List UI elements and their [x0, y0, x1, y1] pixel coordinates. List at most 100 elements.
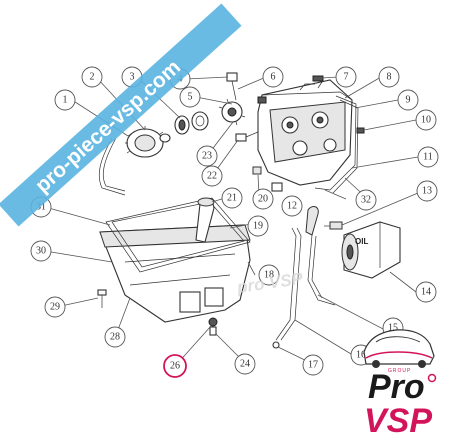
callout-circle: [81, 66, 103, 88]
logo-vsp-text: VSP: [364, 402, 432, 440]
site-banner-text: pro-piece-vsp.com: [31, 55, 185, 197]
callout-label: 16: [356, 350, 366, 361]
callout-5: 5: [179, 86, 201, 108]
callout-1: 1: [54, 89, 76, 111]
callout-label: 15: [388, 323, 398, 334]
callout-circle: [378, 66, 400, 88]
part-callouts: 1234567891011121314151617181920212223242…: [30, 66, 439, 378]
callout-circle: [221, 187, 243, 209]
callout-circle: [247, 215, 269, 237]
callout-28: 28: [104, 326, 126, 348]
pro-vsp-logo: GROUP Pro VSP: [363, 329, 437, 440]
callout-label: 24: [240, 359, 250, 370]
callout-7: 7: [335, 66, 357, 88]
filter-fitting: [324, 221, 343, 230]
callout-circle: [335, 66, 357, 88]
callout-label: 2: [90, 72, 95, 83]
callout-label: 18: [264, 270, 274, 281]
car-silhouette-icon: [363, 329, 435, 368]
callout-circle: [252, 188, 274, 210]
callout-label: 28: [110, 332, 120, 343]
logo-group-text: GROUP: [388, 368, 411, 374]
callout-circle: [163, 354, 187, 378]
cylinder-head-housing: [257, 79, 353, 186]
small-bolts: [235, 75, 365, 192]
callout-label: 9: [406, 95, 411, 106]
oil-filter-label: OIL: [355, 237, 368, 246]
callout-label: 22: [207, 171, 217, 182]
callout-17: 17: [302, 354, 324, 376]
callout-label: 14: [421, 287, 431, 298]
callout-circle: [44, 296, 66, 318]
pickup-pipe: [195, 197, 215, 243]
callout-22: 22: [201, 165, 223, 187]
callout-label: 32: [361, 195, 371, 206]
bolt-4: [226, 72, 238, 101]
callout-circle: [196, 145, 218, 167]
callout-9: 9: [397, 89, 419, 111]
callout-24: 24: [234, 353, 256, 375]
callout-8: 8: [378, 66, 400, 88]
callout-label: 31: [36, 202, 46, 213]
side-gasket: [314, 95, 359, 194]
oil-pan-gasket: [105, 197, 251, 273]
callout-10: 10: [415, 109, 437, 131]
dipstick: [305, 206, 336, 306]
callout-18: 18: [258, 264, 280, 286]
callout-label: 6: [271, 72, 276, 83]
oil-pan: [99, 224, 251, 323]
callout-23: 23: [196, 145, 218, 167]
callout-label: 11: [423, 152, 433, 163]
callout-circle: [234, 353, 256, 375]
callout-21: 21: [221, 187, 243, 209]
callout-11: 11: [417, 146, 439, 168]
timing-gear: [125, 126, 164, 158]
oil-pipe-right: [272, 227, 302, 349]
callout-20: 20: [252, 188, 274, 210]
callout-label: 20: [258, 194, 268, 205]
callout-2: 2: [81, 66, 103, 88]
callout-label: 10: [421, 115, 431, 126]
oil-filter: OIL: [341, 221, 401, 279]
callout-label: 26: [170, 361, 180, 372]
callout-label: 8: [387, 72, 392, 83]
callout-label: 5: [188, 92, 193, 103]
callout-circle: [415, 109, 437, 131]
callout-circle: [54, 89, 76, 111]
callout-label: 7: [344, 72, 349, 83]
callout-label: 17: [308, 360, 318, 371]
callout-circle: [355, 189, 377, 211]
callout-12: 12: [281, 195, 303, 217]
callout-30: 30: [30, 240, 52, 262]
callout-circle: [30, 240, 52, 262]
callout-circle: [417, 146, 439, 168]
logo-pro-text: Pro: [368, 368, 425, 406]
callout-circle: [262, 66, 284, 88]
callout-circle: [201, 165, 223, 187]
callout-label: 1: [63, 95, 68, 106]
callout-circle: [104, 326, 126, 348]
callout-label: 12: [287, 201, 297, 212]
callout-circle: [397, 89, 419, 111]
callout-label: 23: [202, 151, 212, 162]
callout-label: 30: [36, 246, 46, 257]
callout-6: 6: [262, 66, 284, 88]
callout-circle: [302, 354, 324, 376]
callout-19: 19: [247, 215, 269, 237]
callout-circle: [416, 180, 438, 202]
bearing-rings: [159, 111, 209, 143]
callout-32: 32: [355, 189, 377, 211]
callout-circle: [281, 195, 303, 217]
callout-circle: [415, 281, 437, 303]
callout-circle: [179, 86, 201, 108]
callout-label: 13: [422, 186, 432, 197]
callout-26: 26: [163, 354, 187, 378]
callout-circle: [258, 264, 280, 286]
callout-29: 29: [44, 296, 66, 318]
drain-bolt: [208, 317, 218, 336]
bolt-29: [97, 289, 107, 308]
callout-14: 14: [415, 281, 437, 303]
callout-label: 19: [253, 221, 263, 232]
callout-13: 13: [416, 180, 438, 202]
